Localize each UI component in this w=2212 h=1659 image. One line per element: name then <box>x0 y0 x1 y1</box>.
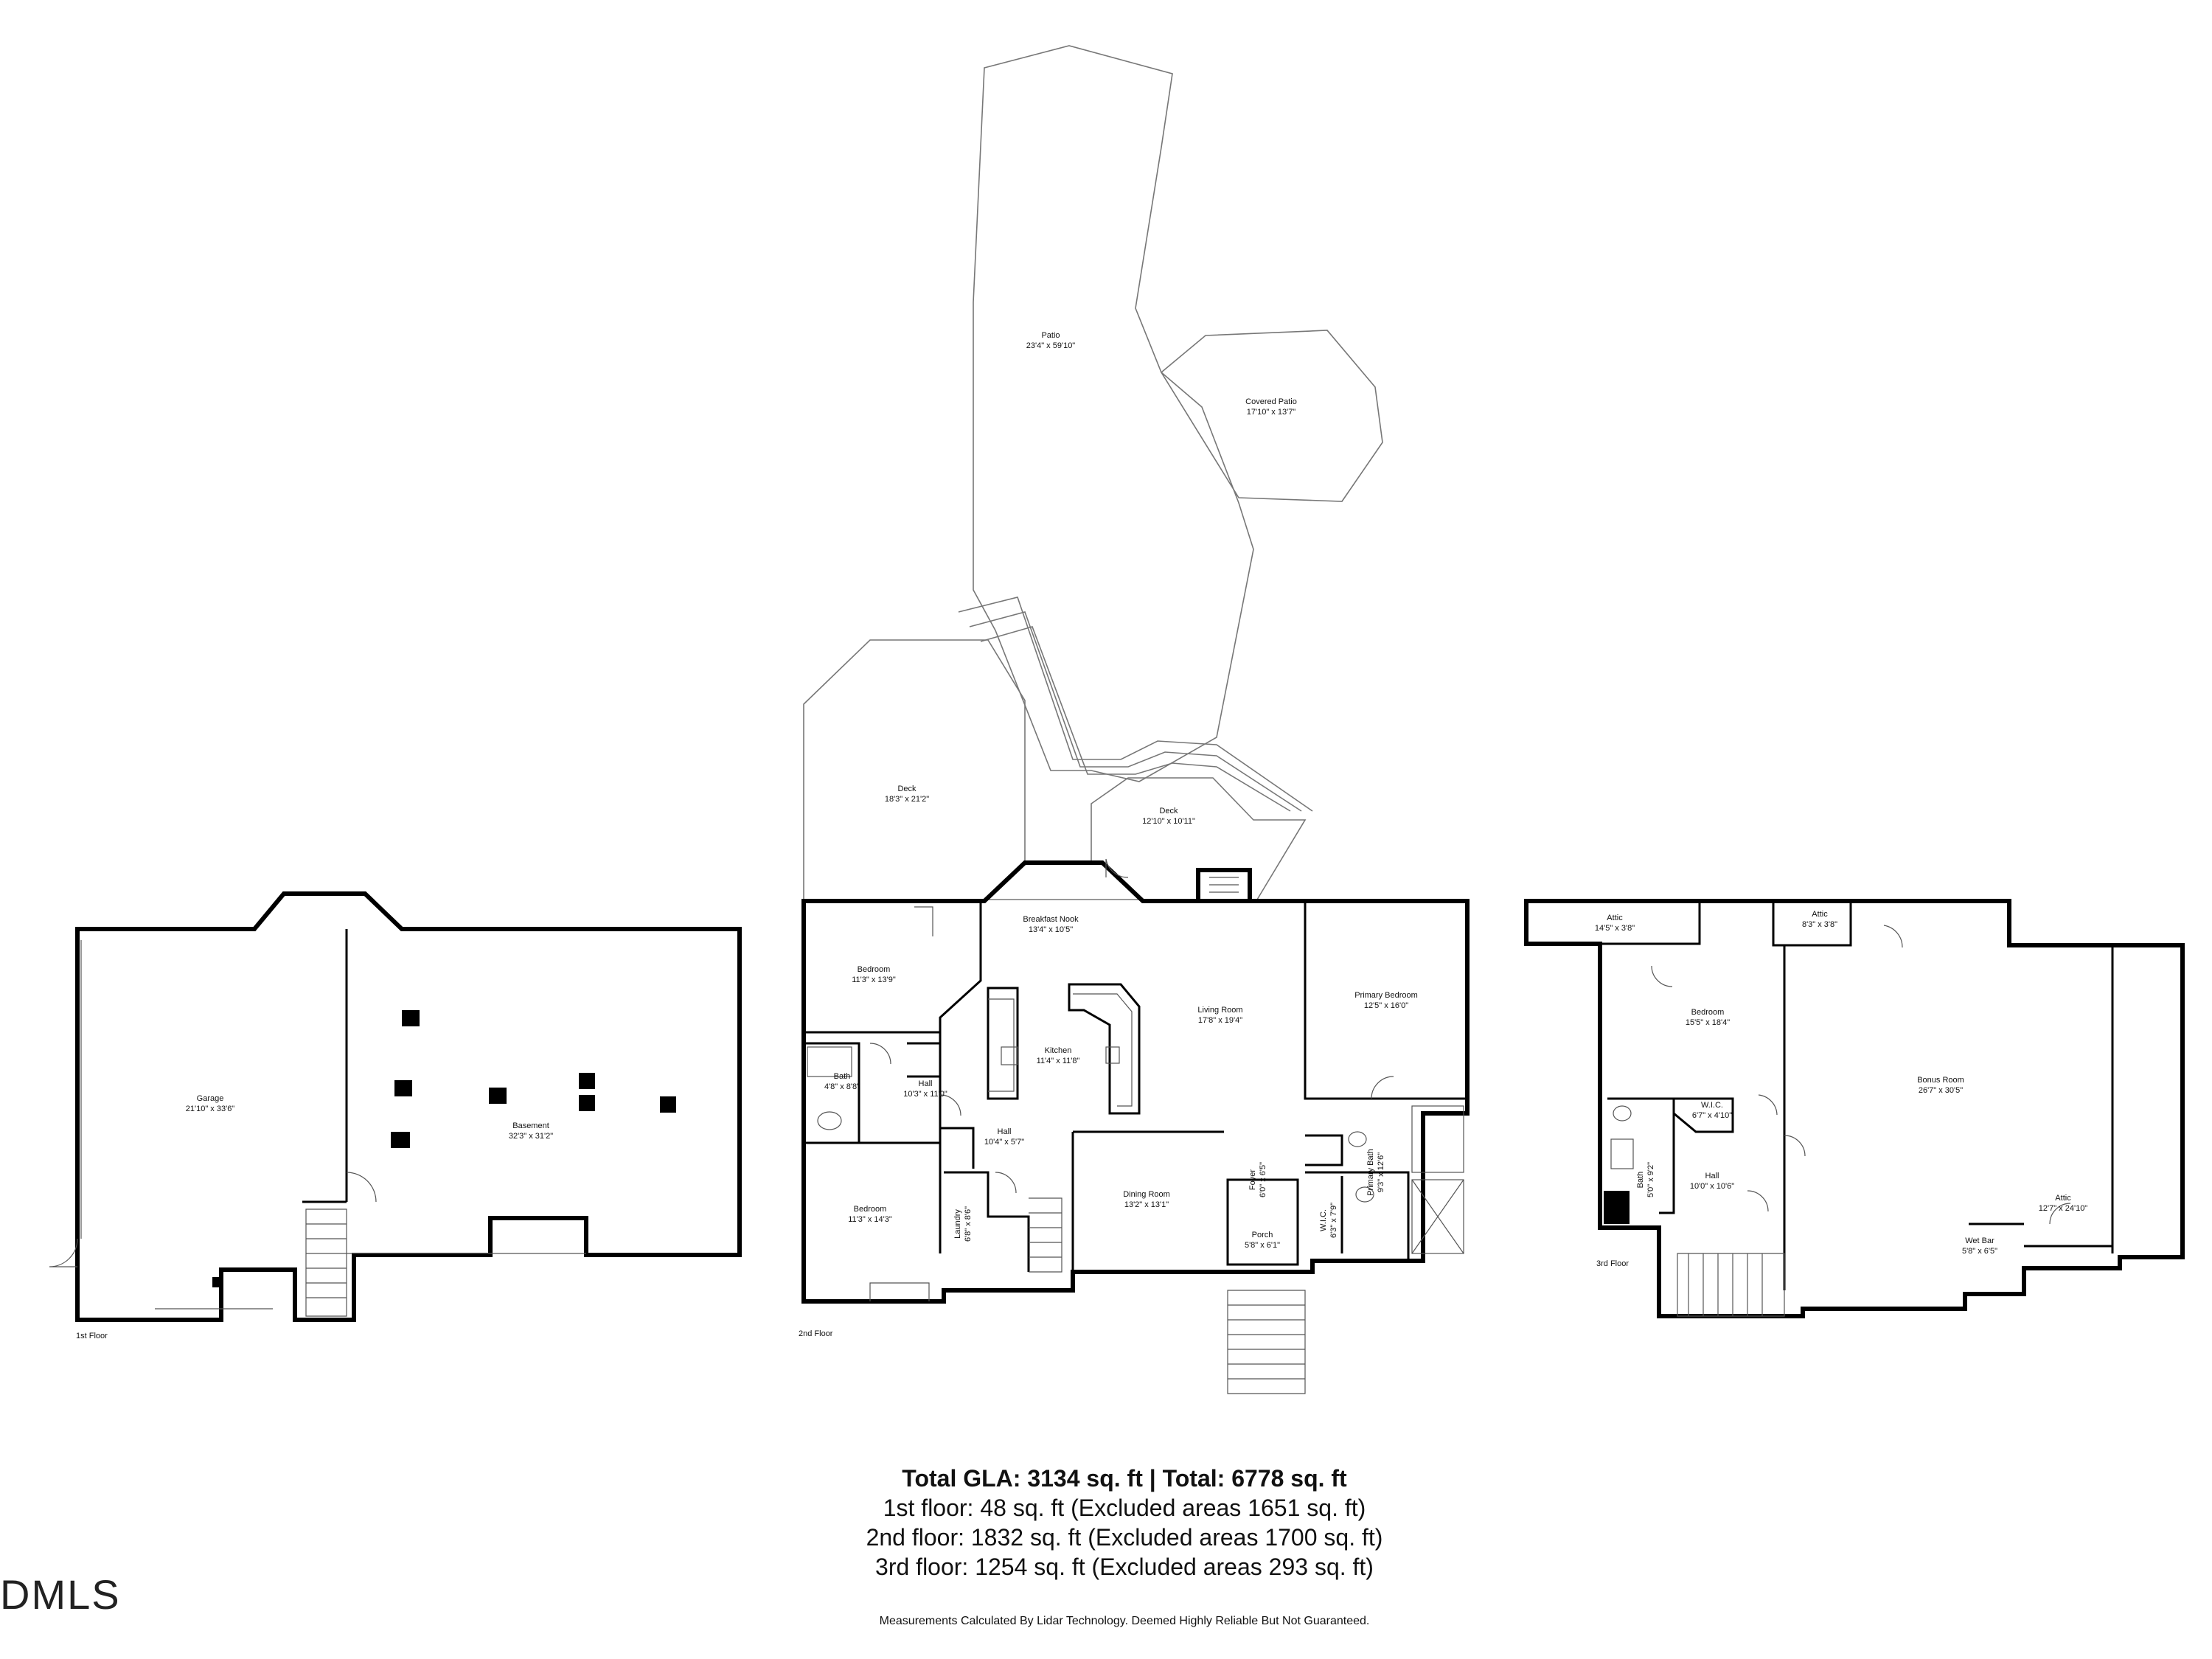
room-label-kitchen: Kitchen <box>1045 1046 1072 1055</box>
first-floor-plan: Garage 21'10" x 33'6" Basement 32'3" x 3… <box>49 891 742 1340</box>
room-dims-dining-room: 13'2" x 13'1" <box>1124 1200 1169 1209</box>
room-label-wic-3: W.I.C. <box>1701 1101 1723 1110</box>
room-dims-foyer: 6'0" x 6'5" <box>1259 1162 1267 1197</box>
room-dims-primary-bath: 9'3" x 12'6" <box>1377 1152 1385 1192</box>
room-dims-laundry: 6'8" x 8'6" <box>964 1206 973 1242</box>
floor-label-third: 3rd Floor <box>1596 1259 1629 1268</box>
room-dims-attic-1: 14'5" x 3'8" <box>1595 924 1635 933</box>
third-floor-plan: Attic 14'5" x 3'8" Attic 8'3" x 3'8" Bed… <box>1524 899 2185 1318</box>
room-dims-deck-1: 18'3" x 21'2" <box>885 795 929 804</box>
area-summary: Total GLA: 3134 sq. ft | Total: 6778 sq.… <box>737 1464 1512 1582</box>
room-label-bedroom-2: Bedroom <box>854 1205 887 1214</box>
room-label-foyer: Foyer <box>1248 1169 1257 1190</box>
room-label-hall-1: Hall <box>919 1079 933 1088</box>
room-label-bath: Bath <box>834 1072 851 1081</box>
room-label-bath-3: Bath <box>1636 1172 1645 1189</box>
room-dims-kitchen: 11'4" x 11'8" <box>1037 1057 1080 1065</box>
room-dims-garage: 21'10" x 33'6" <box>186 1105 235 1113</box>
room-dims-primary-bedroom: 12'5" x 16'0" <box>1364 1001 1408 1010</box>
room-dims-attic-3: 12'7" x 24'10" <box>2039 1204 2088 1213</box>
room-dims-bath: 4'8" x 8'8" <box>824 1082 860 1091</box>
room-label-bonus-room: Bonus Room <box>1917 1076 1964 1085</box>
room-dims-bedroom-2: 11'3" x 14'3" <box>848 1215 892 1224</box>
room-dims-breakfast-nook: 13'4" x 10'5" <box>1029 925 1073 934</box>
room-label-attic-2: Attic <box>1812 910 1828 919</box>
room-label-patio: Patio <box>1041 331 1060 340</box>
room-dims-bonus-room: 26'7" x 30'5" <box>1919 1086 1963 1095</box>
second-floor-area: 2nd floor: 1832 sq. ft (Excluded areas 1… <box>866 1524 1383 1551</box>
first-floor-area: 1st floor: 48 sq. ft (Excluded areas 165… <box>883 1495 1366 1521</box>
room-dims-hall-1: 10'3" x 11'0" <box>903 1090 947 1099</box>
room-label-hall-2: Hall <box>998 1127 1012 1136</box>
mls-watermark: DMLS <box>0 1571 121 1618</box>
room-dims-hall-2: 10'4" x 5'7" <box>984 1138 1024 1147</box>
room-label-wic: W.I.C. <box>1319 1209 1328 1231</box>
room-label-primary-bedroom: Primary Bedroom <box>1354 991 1418 1000</box>
floor-label-second: 2nd Floor <box>799 1329 833 1338</box>
room-label-bedroom-1: Bedroom <box>858 965 891 974</box>
room-label-breakfast-nook: Breakfast Nook <box>1023 915 1079 924</box>
room-dims-porch: 5'8" x 6'1" <box>1245 1241 1280 1250</box>
room-dims-attic-2: 8'3" x 3'8" <box>1802 920 1837 929</box>
room-dims-wic: 6'3" x 7'9" <box>1329 1203 1338 1238</box>
room-label-deck-1: Deck <box>897 785 917 793</box>
room-label-primary-bath: Primary Bath <box>1366 1149 1375 1196</box>
room-label-bedroom-3: Bedroom <box>1691 1008 1725 1017</box>
room-dims-bedroom-3: 15'5" x 18'4" <box>1686 1018 1730 1027</box>
room-label-dining-room: Dining Room <box>1123 1190 1170 1199</box>
third-floor-area: 3rd floor: 1254 sq. ft (Excluded areas 2… <box>875 1554 1374 1580</box>
room-label-attic-1: Attic <box>1607 914 1623 922</box>
measurement-disclaimer: Measurements Calculated By Lidar Technol… <box>879 1615 1370 1627</box>
room-dims-wet-bar: 5'8" x 6'5" <box>1962 1247 1997 1256</box>
room-dims-hall-3: 10'0" x 10'6" <box>1690 1182 1734 1191</box>
room-label-garage: Garage <box>197 1094 224 1103</box>
room-dims-covered-patio: 17'10" x 13'7" <box>1247 408 1296 417</box>
second-floor-plan: Patio 23'4" x 59'10" Covered Patio 17'10… <box>799 45 1470 1394</box>
room-dims-patio: 23'4" x 59'10" <box>1026 341 1076 350</box>
room-label-laundry: Laundry <box>953 1209 962 1239</box>
floor-label-first: 1st Floor <box>76 1332 108 1340</box>
room-label-deck-2: Deck <box>1159 807 1178 815</box>
room-label-basement: Basement <box>512 1121 549 1130</box>
room-label-covered-patio: Covered Patio <box>1245 397 1297 406</box>
room-dims-wic-3: 6'7" x 4'10" <box>1692 1111 1732 1120</box>
room-dims-deck-2: 12'10" x 10'11" <box>1142 817 1195 826</box>
room-label-living-room: Living Room <box>1197 1006 1242 1015</box>
room-label-porch: Porch <box>1252 1231 1273 1239</box>
total-gla: Total GLA: 3134 sq. ft | Total: 6778 sq.… <box>902 1465 1347 1492</box>
room-dims-bath-3: 5'0" x 9'2" <box>1646 1162 1655 1197</box>
room-dims-living-room: 17'8" x 19'4" <box>1198 1016 1242 1025</box>
room-dims-basement: 32'3" x 31'2" <box>509 1132 553 1141</box>
room-label-attic-3: Attic <box>2055 1194 2071 1203</box>
room-label-hall-3: Hall <box>1705 1172 1719 1180</box>
room-label-wet-bar: Wet Bar <box>1965 1237 1994 1245</box>
room-dims-bedroom-1: 11'3" x 13'9" <box>852 975 896 984</box>
